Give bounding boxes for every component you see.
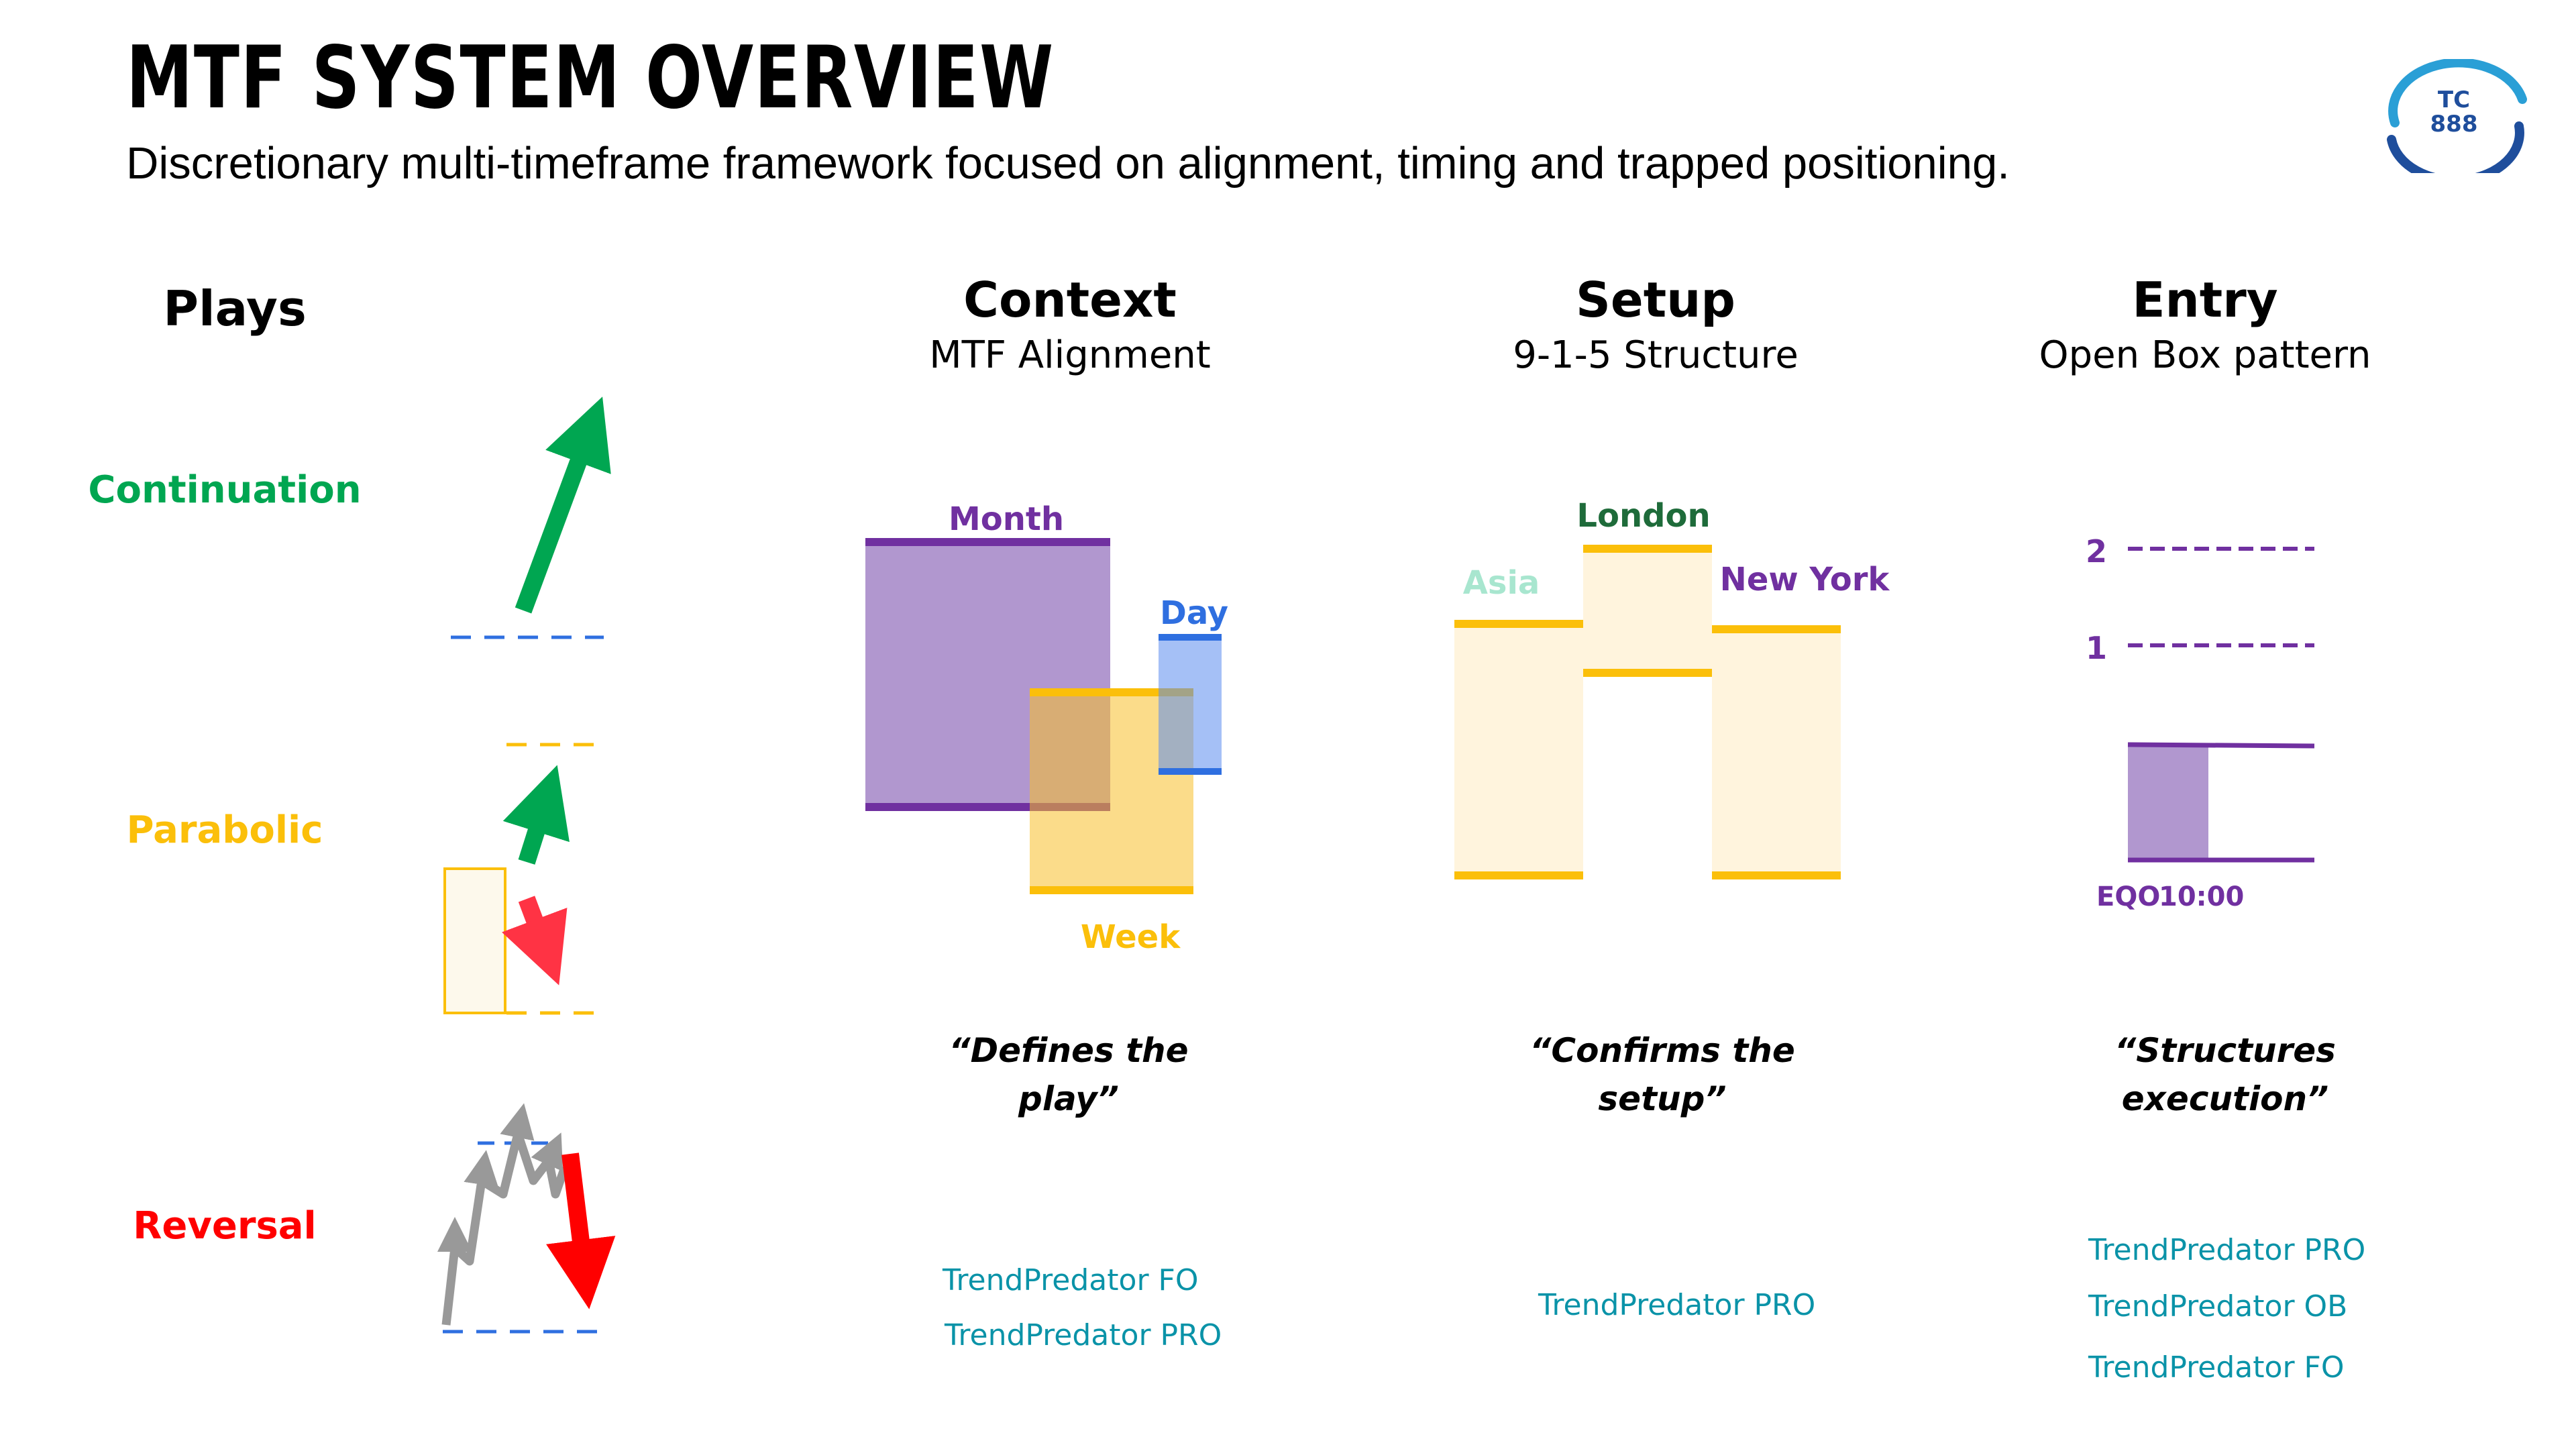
reversal-down-arrow: [546, 1152, 616, 1309]
reversal-price-zigzag: [441, 1129, 570, 1326]
month-label: Month: [949, 500, 1064, 538]
context-quote-line2: play”: [1018, 1079, 1119, 1118]
parabolic-up-arrow: [502, 765, 570, 865]
context-quote-line1: “Defines the: [949, 1031, 1189, 1070]
context-diagram: Month Week Day: [865, 500, 1228, 956]
logo-text-tc: TC: [2438, 87, 2470, 113]
entry-diagram: 2 1 EQO 10:00: [2086, 533, 2315, 912]
eqo-label: EQO: [2096, 881, 2160, 912]
day-label: Day: [1160, 594, 1228, 632]
day-box: [1159, 637, 1222, 771]
london-box: [1583, 549, 1712, 673]
entry-quote: “Structures execution”: [2024, 1026, 2426, 1123]
context-quote: “Defines the play”: [867, 1026, 1270, 1123]
time-label: 10:00: [2159, 881, 2244, 912]
entry-quote-line1: “Structures: [2114, 1031, 2336, 1070]
entry-title: Entry: [2132, 272, 2278, 328]
entry-quote-line2: execution”: [2121, 1079, 2329, 1118]
page-title: MTF SYSTEM OVERVIEW: [126, 28, 1055, 128]
setup-diagram: Asia London New York: [1454, 497, 1890, 879]
week-label: Week: [1081, 918, 1181, 956]
asia-box: [1454, 624, 1583, 875]
parabolic-diagram: [443, 743, 604, 1015]
play-parabolic-label: Parabolic: [126, 808, 323, 852]
setup-quote-line1: “Confirms the: [1529, 1031, 1795, 1070]
open-box: [2128, 745, 2208, 860]
entry-tool-link-1[interactable]: TrendPredator PRO: [2088, 1233, 2366, 1267]
setup-tool-link-1[interactable]: TrendPredator PRO: [1538, 1288, 1816, 1322]
level-2-label: 2: [2086, 533, 2107, 570]
entry-subtitle: Open Box pattern: [2039, 333, 2371, 377]
context-tool-link-1[interactable]: TrendPredator FO: [943, 1263, 1199, 1297]
setup-quote-line2: setup”: [1598, 1079, 1727, 1118]
reversal-diagram: [437, 1103, 616, 1334]
play-continuation-label: Continuation: [88, 468, 362, 512]
setup-title: Setup: [1576, 272, 1735, 328]
london-label: London: [1576, 497, 1710, 535]
play-reversal-label: Reversal: [133, 1204, 317, 1248]
context-title: Context: [963, 272, 1177, 328]
level-1-label: 1: [2086, 630, 2107, 666]
context-tool-link-2[interactable]: TrendPredator PRO: [945, 1318, 1222, 1352]
tc888-logo: TC 888: [2387, 59, 2527, 173]
entry-tool-link-2[interactable]: TrendPredator OB: [2088, 1289, 2348, 1324]
plays-heading: Plays: [163, 280, 307, 337]
parabolic-candle: [443, 867, 506, 1014]
continuation-up-arrow: [515, 396, 611, 614]
page-subtitle: Discretionary multi-timeframe framework …: [126, 138, 2010, 189]
continuation-diagram: [451, 396, 611, 639]
asia-label: Asia: [1463, 564, 1540, 602]
new-york-box: [1712, 629, 1841, 875]
open-box-top-line: [2127, 742, 2315, 749]
setup-subtitle: 9-1-5 Structure: [1513, 333, 1799, 377]
logo-text-888: 888: [2430, 111, 2478, 138]
entry-tool-link-3[interactable]: TrendPredator FO: [2088, 1350, 2345, 1385]
parabolic-down-arrow: [502, 896, 568, 985]
setup-quote: “Confirms the setup”: [1461, 1026, 1864, 1123]
new-york-label: New York: [1720, 561, 1890, 598]
context-subtitle: MTF Alignment: [929, 333, 1211, 377]
